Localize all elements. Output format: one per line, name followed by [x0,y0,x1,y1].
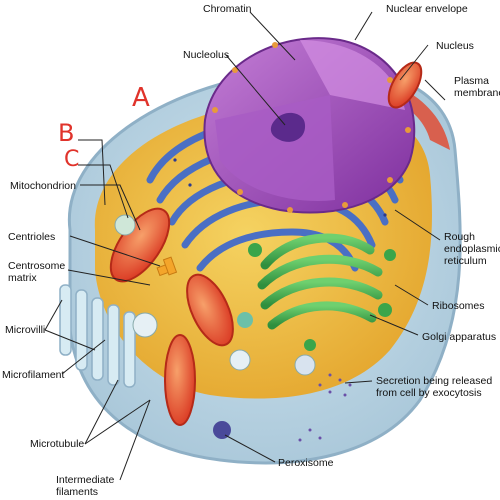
mitochondrion-shapes [109,61,423,426]
label-centrosome-matrix-line2: matrix [8,272,37,284]
exocytosis-particles [298,373,352,442]
label-secretion-line2: from cell by exocytosis [376,387,482,399]
nucleus-shape [203,37,416,214]
label-plasma-membrane-line2: membrane [454,87,500,99]
label-plasma-membrane-line1: Plasma [454,75,490,87]
label-intermediate-filaments-line2: filaments [56,486,99,498]
label-nuclear-envelope: Nuclear envelope [386,3,468,15]
leader-lines [44,11,446,481]
label-ribosomes: Ribosomes [432,300,485,312]
nucleolus-shape [270,112,306,142]
handwritten-letter-c: C [64,147,80,172]
label-microfilament: Microfilament [2,369,65,381]
handwritten-letter-a: A [132,83,150,113]
nuclear-pores [212,42,411,213]
label-chromatin: Chromatin [203,3,252,15]
label-mitochondrion: Mitochondrion [10,180,76,192]
handwritten-letter-b: B [58,119,75,147]
label-rough-er-line3: reticulum [444,255,487,267]
label-microtubule: Microtubule [30,438,85,450]
label-peroxisome: Peroxisome [278,457,334,469]
microvilli-shape [59,284,136,388]
label-golgi-apparatus: Golgi apparatus [422,331,497,343]
vesicles [114,214,316,439]
golgi-vesicles [237,243,396,351]
label-nucleus: Nucleus [436,40,474,52]
label-rough-er-line2: endoplasmic [444,243,500,255]
label-rough-er-line1: Rough [444,231,475,243]
label-centrioles: Centrioles [8,231,56,243]
label-secretion-line1: Secretion being released [376,375,493,387]
label-intermediate-filaments-line1: Intermediate [56,474,115,486]
label-microvilli: Microvilli [5,324,46,336]
label-centrosome-matrix-line1: Centrosome [8,260,66,272]
peroxisome-shape [213,421,231,439]
label-nucleolus: Nucleolus [183,49,230,61]
centrioles-shape [156,256,178,277]
golgi-shape [257,233,383,330]
